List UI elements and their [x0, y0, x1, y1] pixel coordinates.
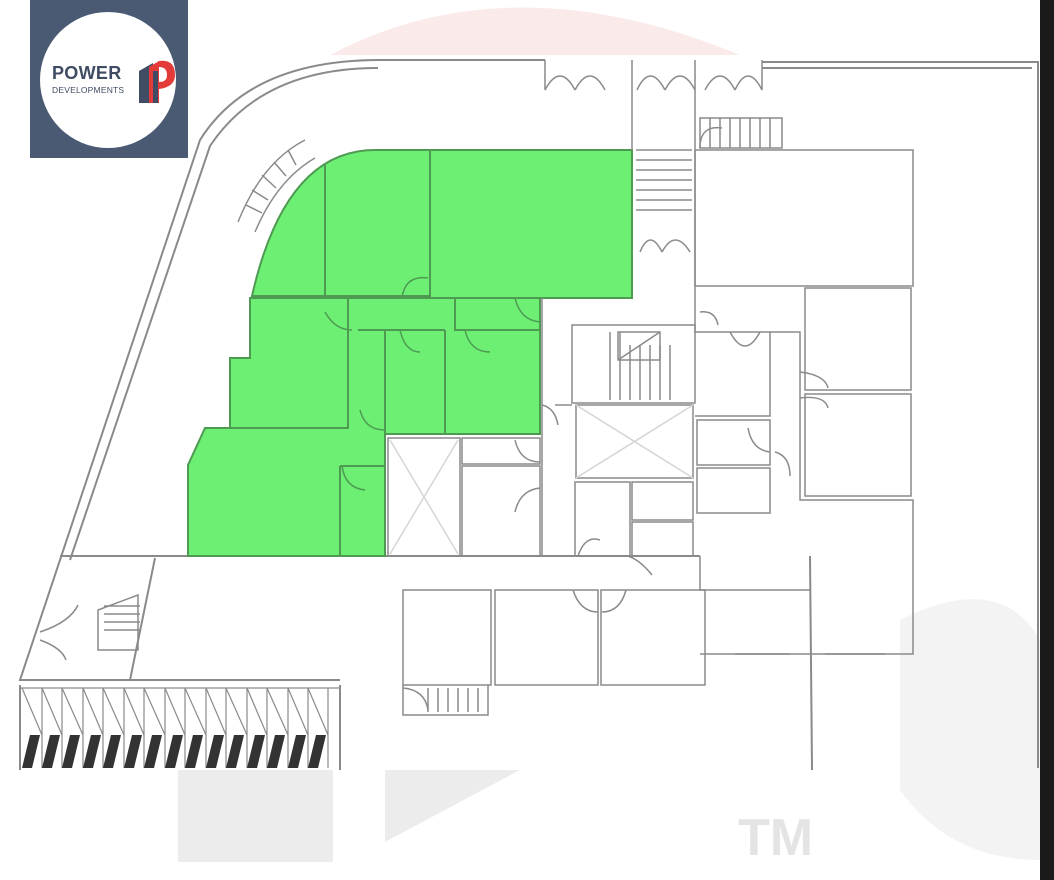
south-rooms — [402, 556, 810, 716]
logo-subtitle: DEVELOPMENTS — [52, 85, 125, 95]
highlighted-units — [187, 149, 633, 557]
unit-north-east — [429, 149, 633, 299]
unit-doors — [324, 276, 541, 491]
unit-partitions — [230, 165, 540, 556]
background-watermark — [178, 7, 1040, 862]
parking-spaces — [20, 687, 340, 768]
curved-stairs — [237, 139, 316, 233]
frame-edge — [1040, 0, 1054, 880]
outer-walls — [18, 59, 1039, 771]
west-stairs — [39, 593, 140, 661]
logo-building-icon — [139, 60, 175, 103]
central-core — [541, 298, 696, 576]
unit-central — [187, 297, 541, 557]
watermark-tm: TM — [738, 809, 814, 867]
unit-north-west — [250, 149, 431, 297]
logo-wordmark: POWER — [52, 63, 122, 83]
company-logo: POWER DEVELOPMENTS — [30, 0, 188, 158]
east-wing — [694, 149, 914, 655]
west-core-rooms — [387, 437, 541, 557]
logo-circle: POWER DEVELOPMENTS — [40, 12, 176, 148]
